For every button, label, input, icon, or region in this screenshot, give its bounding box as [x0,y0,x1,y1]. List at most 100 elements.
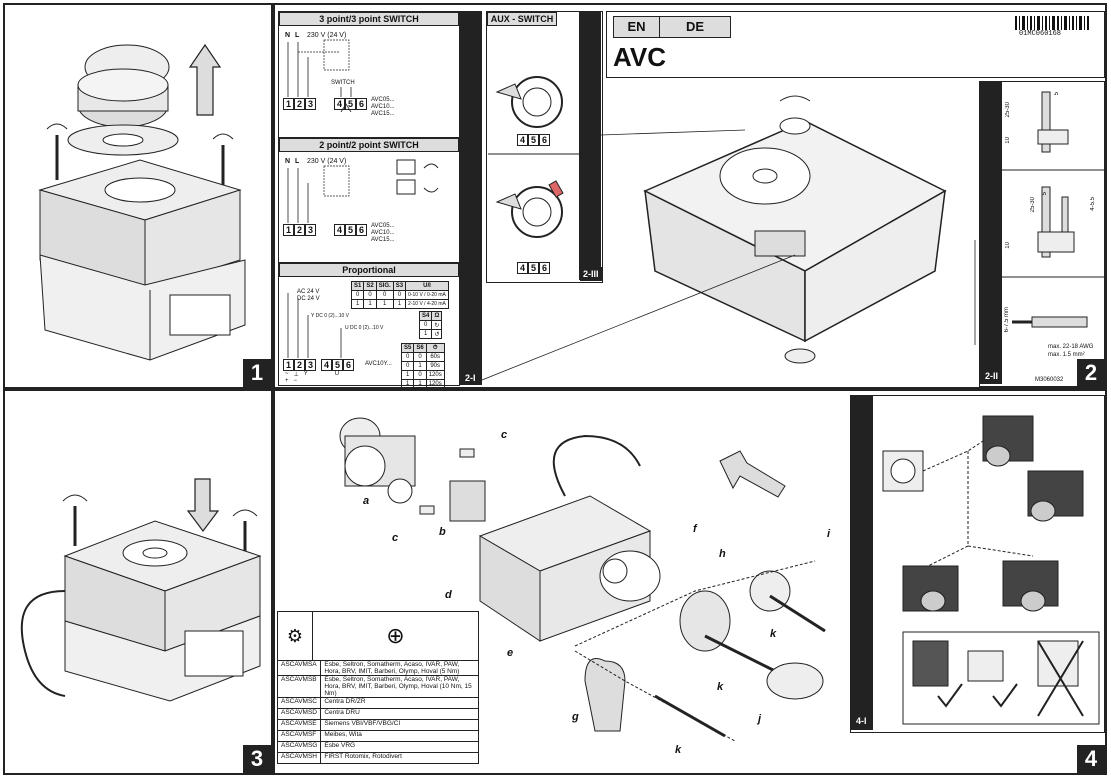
lang-en: EN [613,16,660,38]
accessory-code: ASCAVMSD [276,708,322,720]
wire-prep-box: 2-II 25-30 10 5 25-30 10 5 4-5.5 6-7.5 m… [979,81,1105,387]
part-label-k3: k [675,744,682,756]
terminal: 6 [343,359,354,371]
part-label-a: a [363,495,370,507]
accessory-desc: Esbe, Seltron, Somatherm, Acaso, IVAR, P… [320,675,479,698]
model: AVC05... [371,223,395,229]
sig-table: S1 S2 SIG. S3 U/I 0 0 0 0 0-10 V / 0-20 … [350,281,449,309]
terminal: 6 [356,98,367,110]
n-label: N [285,158,291,165]
panel-number-2: 2 [1077,359,1105,387]
aux-terminal-block-1: 4 5 6 [517,134,550,146]
strip-4I [851,396,873,730]
mounting-illustration [882,415,1100,725]
dim-label: 10 [1005,137,1011,144]
accessory-desc: FIRŠT Rotomix, Rotodivert [320,752,479,764]
aux-title: AUX - SWITCH [487,12,557,26]
td: 1 [413,379,427,389]
dim-label: 5 [1042,192,1048,196]
model-list: AVC05... AVC10... AVC15... [371,97,395,118]
aux-box: AUX - SWITCH 4 5 6 4 5 6 2-III [486,11,603,283]
accessory-code: ASCAVMSH [276,752,322,764]
part-label-c1: c [501,429,508,441]
part-label-g: g [572,711,579,723]
terminal: 3 [305,98,316,110]
sub-label-4I: 4-I [853,714,870,728]
bottom-label: ⊥ [293,372,299,378]
part-label-d: d [445,589,452,601]
aux-illustration [488,76,579,238]
panel-1: 1 [3,3,273,389]
wiring-proportional-box: Proportional AC 24 V DC 24 V Y DC 0 (2).… [278,262,460,389]
part-label-c2: c [392,532,399,544]
header-box: EN DE AVC 01MC060168 [606,11,1105,78]
strip-2I [460,11,482,385]
wire-spec-2: max. 1.5 mm² [1048,352,1085,358]
terminal-block-left: 1 2 3 [283,359,316,371]
terminal: 4 [334,98,345,110]
dim-label: 25-30 [1030,197,1036,213]
valve-icon: ⊕ [386,623,405,648]
accessory-code: ASCAVMSB [276,675,322,698]
wiring-2point-diagram [287,159,439,223]
terminal: 4 [334,224,345,236]
td: 1 [418,329,433,339]
terminal: 5 [528,262,539,274]
terminal: 4 [517,134,528,146]
terminal: 4 [517,262,528,274]
terminal: 6 [539,262,550,274]
accessory-desc: Centra DRU [320,708,479,720]
switch-label: SWITCH [331,80,355,86]
terminal: 2 [294,359,305,371]
accessory-desc: Esbe, Seltron, Somatherm, Acaso, IVAR, P… [320,660,479,676]
dim-label: 5 [1054,92,1060,96]
aux-terminal-block-2: 4 5 6 [517,262,550,274]
accessory-table-header: ⚙ ⊕ [277,611,479,660]
terminal: 5 [332,359,343,371]
sub-label-2I: 2-I [462,371,479,385]
strip-length: 6-7.5 mm [1004,307,1010,333]
accessory-code: ASCAVMSF [276,730,322,742]
dim-label: 10 [1005,242,1011,249]
bottom-label: U [334,371,340,377]
wiring-3point-diagram [287,39,352,113]
part-label-e: e [507,647,514,659]
terminal: 5 [528,134,539,146]
terminal: 5 [345,98,356,110]
part-label-k1: k [770,628,777,640]
model-list: AVC05... AVC10... AVC15... [371,223,395,244]
terminal: 5 [345,224,356,236]
sub-label-2II: 2-II [982,369,1002,383]
bottom-label: − [293,378,298,384]
supply-label: 230 V (24 V) [307,32,347,39]
accessory-code: ASCAVMSE [276,719,322,731]
accessory-desc: Esbe VRG [320,741,479,753]
assembly-illustration-1 [38,43,246,361]
part-label-h: h [719,548,726,560]
panel-2: 3 point/3 point SWITCH N L 230 V (24 V) … [273,3,1107,389]
l-label: L [295,158,300,165]
dim-label: 25-30 [1005,102,1011,118]
panel-number-4: 4 [1077,745,1105,773]
accessory-desc: Siemens VBI/VBF/VBG/CI [320,719,479,731]
wiring-2point-box: 2 point/2 point SWITCH N L 230 V (24 V) … [278,137,460,263]
terminal: 2 [294,98,305,110]
terminal: 2 [294,224,305,236]
dim-label: 4-5.5 [1090,197,1096,211]
td: ↺ [431,329,443,339]
accessory-desc: Meibes, Wita [320,730,479,742]
wiring-2point-title: 2 point/2 point SWITCH [279,138,459,152]
part-label-k2: k [717,681,724,693]
panel-4: a b c c d e f g h i j k k k ⚙ ⊕ ASCAVMSA… [273,389,1107,775]
actuator-open-illustration [643,95,947,364]
lang-de: DE [659,16,731,38]
td: 120s [425,379,445,389]
wiring-3point-title: 3 point/3 point SWITCH [279,12,459,26]
